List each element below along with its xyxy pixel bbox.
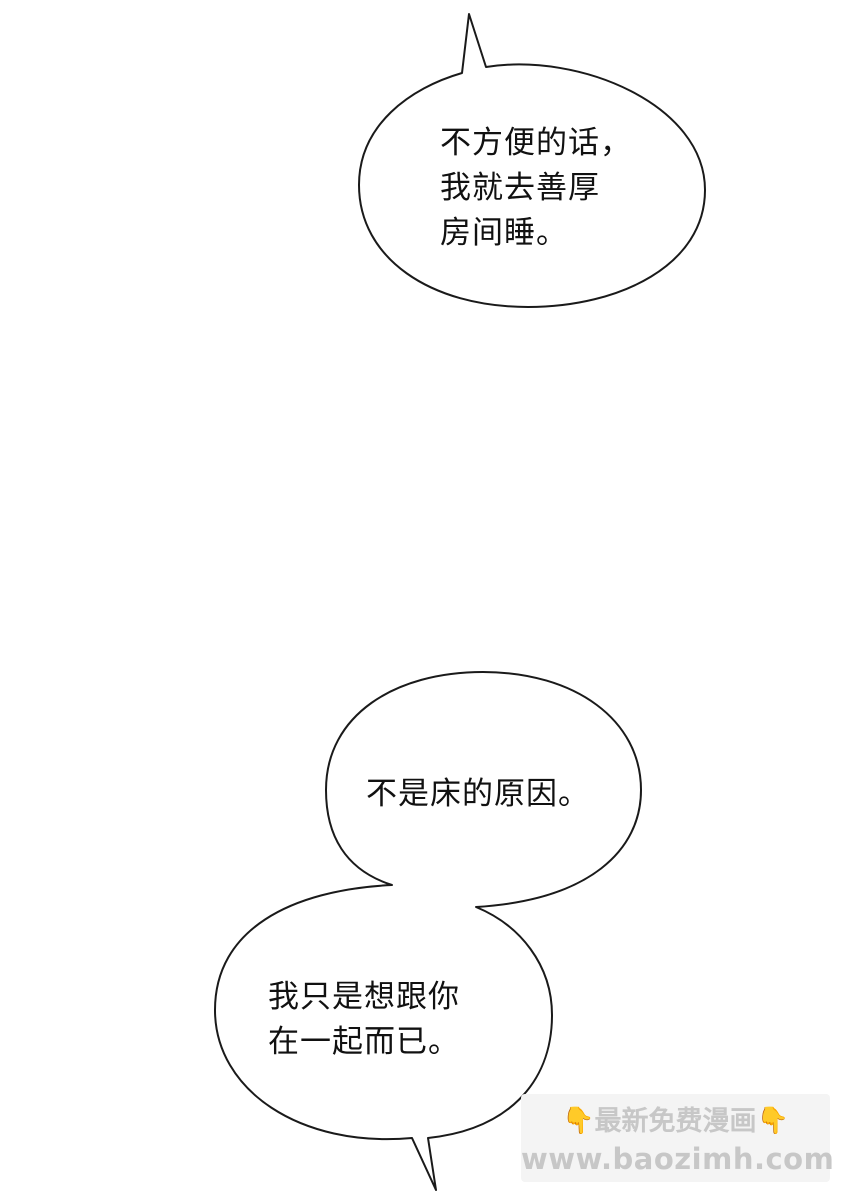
bubble-3-line-2: 在一起而已。 [268, 1024, 460, 1060]
bubble-1-line-3: 房间睡。 [440, 215, 568, 251]
bubble-2-text: 不是床的原因。 [366, 772, 590, 817]
bubble-1-line-1: 不方便的话， [440, 125, 632, 161]
watermark-banner[interactable]: 👇最新免费漫画👇 www.baozimh.com [521, 1094, 835, 1182]
bubble-3-line-1: 我只是想跟你 [268, 979, 460, 1015]
speech-bubble-2-3 [214, 671, 642, 1191]
watermark-title-row: 👇最新免费漫画👇 [521, 1104, 830, 1139]
speech-bubble-1 [358, 13, 706, 308]
pointing-down-hand-icon: 👇 [756, 1106, 789, 1136]
pointing-down-hand-icon: 👇 [562, 1106, 595, 1136]
bubble-1-text: 不方便的话， 我就去善厚 房间睡。 [440, 121, 632, 256]
watermark-url[interactable]: www.baozimh.com [521, 1142, 835, 1176]
bubble-1-line-2: 我就去善厚 [440, 170, 600, 206]
watermark-title: 最新免费漫画 [594, 1106, 757, 1137]
bubble-3-text: 我只是想跟你 在一起而已。 [268, 975, 460, 1065]
bubble-2-line-1: 不是床的原因。 [366, 776, 590, 812]
